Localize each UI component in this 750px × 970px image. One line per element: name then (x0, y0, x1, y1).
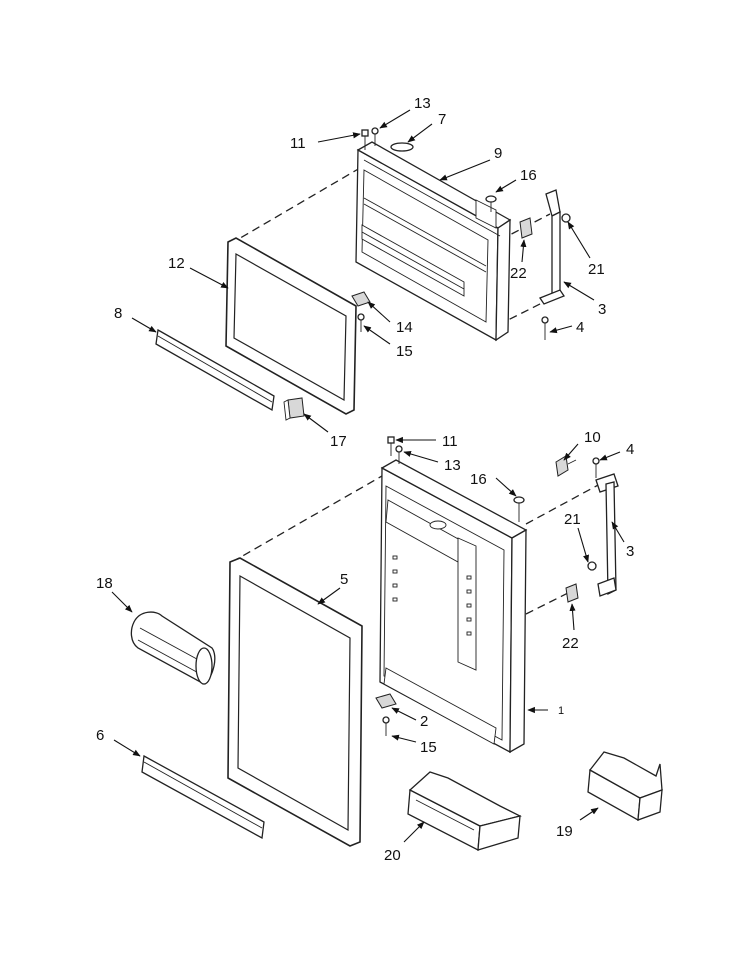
callout-18: 18 (96, 575, 113, 592)
callout-3b: 3 (626, 543, 634, 560)
dairy-door (130, 611, 216, 685)
alignment-line (525, 483, 601, 525)
callout-2: 2 (420, 713, 428, 730)
freezer-door-gasket (225, 237, 357, 415)
bottom-screw-15 (357, 313, 365, 332)
callout-6: 6 (96, 727, 104, 744)
lower-hinge-bushing-13 (395, 445, 403, 464)
callout-12: 12 (168, 255, 185, 272)
callout-15b: 15 (420, 739, 437, 756)
hinge-screw-4b (592, 457, 600, 478)
callout-19: 19 (556, 823, 573, 840)
door-bin-19 (587, 751, 663, 822)
callout-4b: 4 (626, 441, 634, 458)
callout-4: 4 (576, 319, 584, 336)
hinge-bushing-22b (565, 583, 579, 603)
callout-22: 22 (510, 265, 527, 282)
bottom-washer-2 (375, 693, 397, 709)
callout-16b: 16 (470, 471, 487, 488)
callout-11b: 11 (442, 433, 458, 450)
callout-7: 7 (438, 111, 446, 128)
alignment-line (497, 299, 549, 326)
callout-22b: 22 (562, 635, 579, 652)
hinge-bushing-22 (519, 217, 533, 239)
hinge-pin-21 (561, 213, 571, 223)
fresh-food-door (379, 459, 528, 754)
callout-21: 21 (588, 261, 605, 278)
wire-clip-10 (555, 455, 577, 477)
bottom-screw-15b (382, 716, 390, 736)
hinge-pin-cover-7 (390, 142, 414, 152)
callout-17: 17 (330, 433, 347, 450)
callout-13b: 13 (444, 457, 461, 474)
callout-11: 11 (290, 135, 306, 152)
lower-hinge-3 (595, 473, 619, 597)
door-bin-20 (407, 771, 522, 852)
bottom-hinge-washer-14 (351, 291, 371, 307)
door-stop-16 (485, 195, 497, 212)
hinge-screw-4 (541, 316, 549, 340)
callout-3: 3 (598, 301, 606, 318)
callout-21b: 21 (564, 511, 581, 528)
callout-8: 8 (114, 305, 122, 322)
callout-9: 9 (494, 145, 502, 162)
callout-1: 1 (558, 705, 564, 717)
upper-hinge-screw-11 (361, 129, 369, 150)
callout-15: 15 (396, 343, 413, 360)
callout-20: 20 (384, 847, 401, 864)
callout-10: 10 (584, 429, 601, 446)
callout-16: 16 (520, 167, 537, 184)
fresh-food-door-trim (141, 754, 265, 840)
door-clip (283, 397, 305, 421)
alignment-line (231, 475, 383, 563)
callout-14: 14 (396, 319, 413, 336)
door-stop-16b (513, 496, 525, 522)
callout-13: 13 (414, 95, 431, 112)
freezer-door-trim (155, 328, 275, 412)
alignment-line (229, 167, 361, 245)
fresh-food-door-gasket (227, 557, 363, 847)
callout-5: 5 (340, 571, 348, 588)
upper-hinge-bushing-13 (371, 127, 379, 146)
alignment-line (525, 591, 571, 615)
hinge-pin-21b (587, 561, 597, 571)
lower-hinge-screw-11 (387, 436, 395, 456)
center-hinge-3 (539, 189, 565, 305)
freezer-door (355, 141, 512, 342)
